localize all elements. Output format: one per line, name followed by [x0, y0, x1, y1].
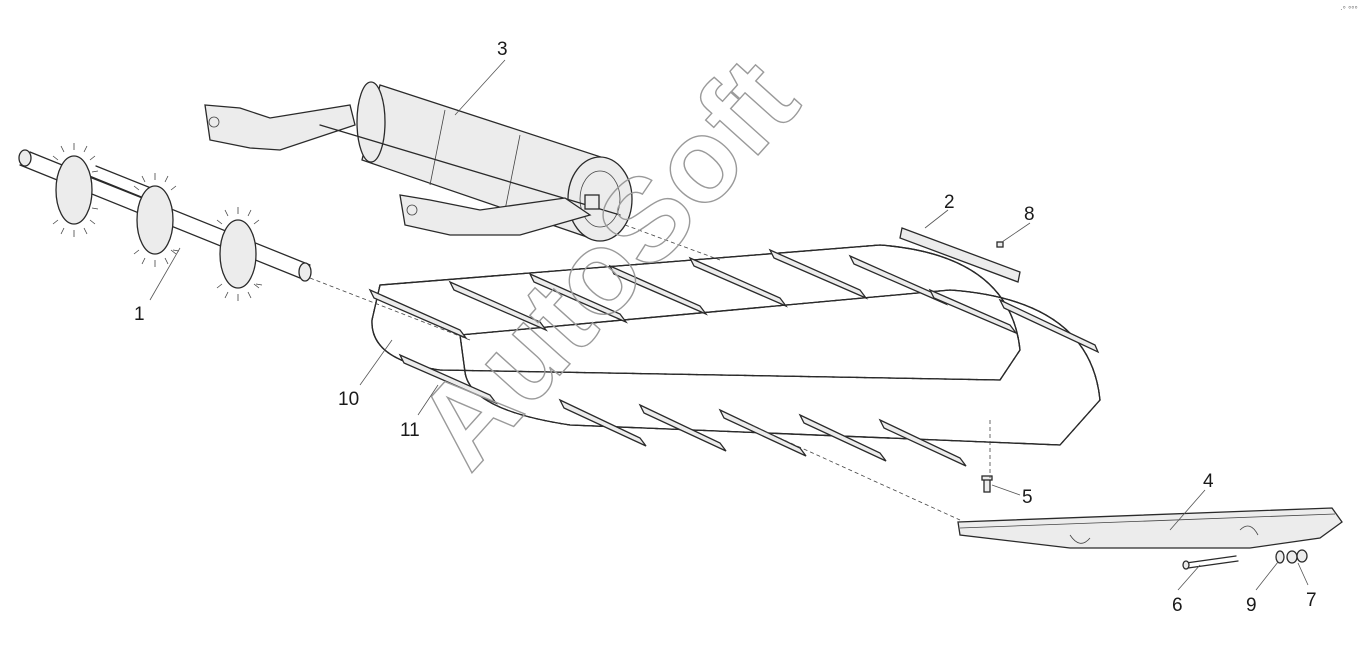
callout-9: 9: [1246, 595, 1257, 616]
corner-mark: ·° °°°: [1340, 5, 1358, 14]
callout-8: 8: [1024, 204, 1035, 225]
callout-7: 7: [1306, 590, 1317, 611]
callout-2: 2: [944, 192, 955, 213]
callout-3: 3: [497, 39, 508, 60]
washer: [1275, 550, 1285, 564]
roller-bracket: [204, 104, 621, 236]
callout-4: 4: [1203, 471, 1214, 492]
small-nut: [996, 241, 1004, 248]
side-guard: [957, 507, 1343, 549]
callout-labels: 1 2 3 4 5 6 7 8 9 10 11: [134, 39, 1317, 616]
callout-6: 6: [1172, 595, 1183, 616]
leader-lines: [149, 59, 1309, 591]
hex-nut: [1286, 549, 1308, 564]
bolt: [981, 475, 993, 493]
callout-11: 11: [400, 420, 420, 441]
conveyor-slat: [368, 248, 1100, 467]
callout-1: 1: [134, 304, 145, 325]
sprocket: [52, 143, 263, 301]
guide-strip: [899, 227, 1021, 283]
callout-5: 5: [1022, 487, 1033, 508]
pin: [1182, 555, 1239, 570]
callout-10: 10: [338, 389, 359, 410]
